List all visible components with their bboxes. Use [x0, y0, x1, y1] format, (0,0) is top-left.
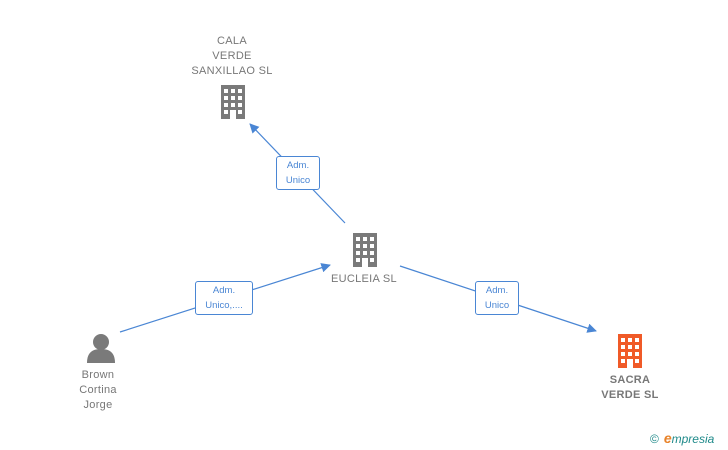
- node-label-line: VERDE SL: [601, 389, 659, 401]
- node-label-cala-verde-sanxillao[interactable]: CALA VERDE SANXILLAO SL: [182, 34, 282, 79]
- node-label-line: Cortina: [79, 384, 117, 396]
- edge-label-line: Unico: [285, 175, 311, 186]
- edge-label-line: Adm.: [485, 285, 509, 296]
- node-label-sacra-verde[interactable]: SACRA VERDE SL: [580, 373, 680, 403]
- node-label-line: CALA: [217, 35, 247, 47]
- copyright-icon: ©: [650, 432, 659, 446]
- person-icon[interactable]: [85, 333, 117, 363]
- node-label-eucleia[interactable]: EUCLEIA SL: [314, 272, 414, 287]
- node-label-line: EUCLEIA SL: [331, 273, 397, 285]
- node-label-line: SACRA: [609, 374, 651, 386]
- brand-initial: e: [663, 430, 672, 446]
- node-label-brown-cortina-jorge[interactable]: Brown Cortina Jorge: [58, 368, 138, 413]
- building-icon-highlighted[interactable]: [615, 334, 645, 368]
- building-icon[interactable]: [218, 85, 248, 119]
- edge-label-line: Unico: [484, 300, 510, 311]
- brand-watermark: © empresia: [650, 430, 714, 446]
- node-label-line: Brown: [81, 369, 115, 381]
- edge-label-brown-to-eucleia[interactable]: Adm. Unico,....: [195, 281, 253, 315]
- edge-label-line: Unico,....: [205, 300, 243, 311]
- edge-label-line: Adm.: [286, 160, 310, 171]
- node-label-line: VERDE: [212, 50, 252, 62]
- building-icon[interactable]: [350, 233, 380, 267]
- edge-label-line: Adm.: [212, 285, 236, 296]
- node-label-line: SANXILLAO SL: [191, 65, 273, 77]
- brand-name: mpresia: [671, 432, 715, 446]
- edge-label-eucleia-to-cala[interactable]: Adm. Unico: [276, 156, 320, 190]
- node-label-line: Jorge: [83, 399, 113, 411]
- edge-label-eucleia-to-sacra[interactable]: Adm. Unico: [475, 281, 519, 315]
